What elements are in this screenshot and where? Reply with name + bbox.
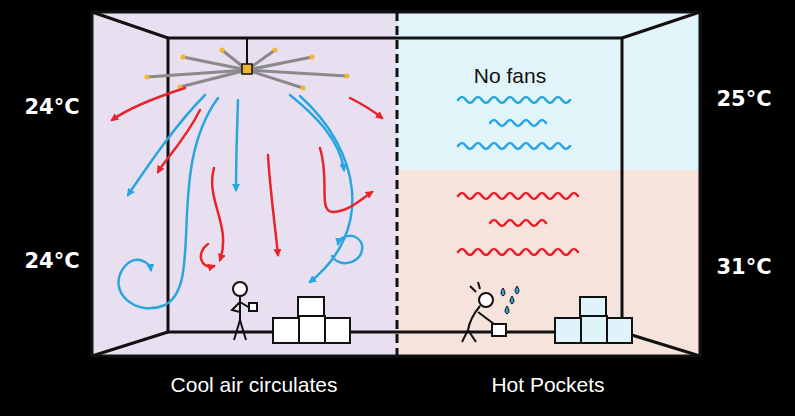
temperature-label: 24°C <box>14 249 90 273</box>
cool-zone: Cool air circulates <box>92 12 397 356</box>
zone-caption: Cool air circulates <box>134 373 374 397</box>
temperature-label: 25°C <box>706 87 782 111</box>
upper-band: No fans <box>397 12 700 170</box>
zone-caption: Hot Pockets <box>428 373 668 397</box>
temperature-label: 31°C <box>706 255 782 279</box>
room-outer-frame <box>92 12 700 356</box>
band-note: No fans <box>410 64 610 88</box>
hot-zone: Hot PocketsNo fans <box>397 12 700 356</box>
temperature-label: 24°C <box>14 95 90 119</box>
